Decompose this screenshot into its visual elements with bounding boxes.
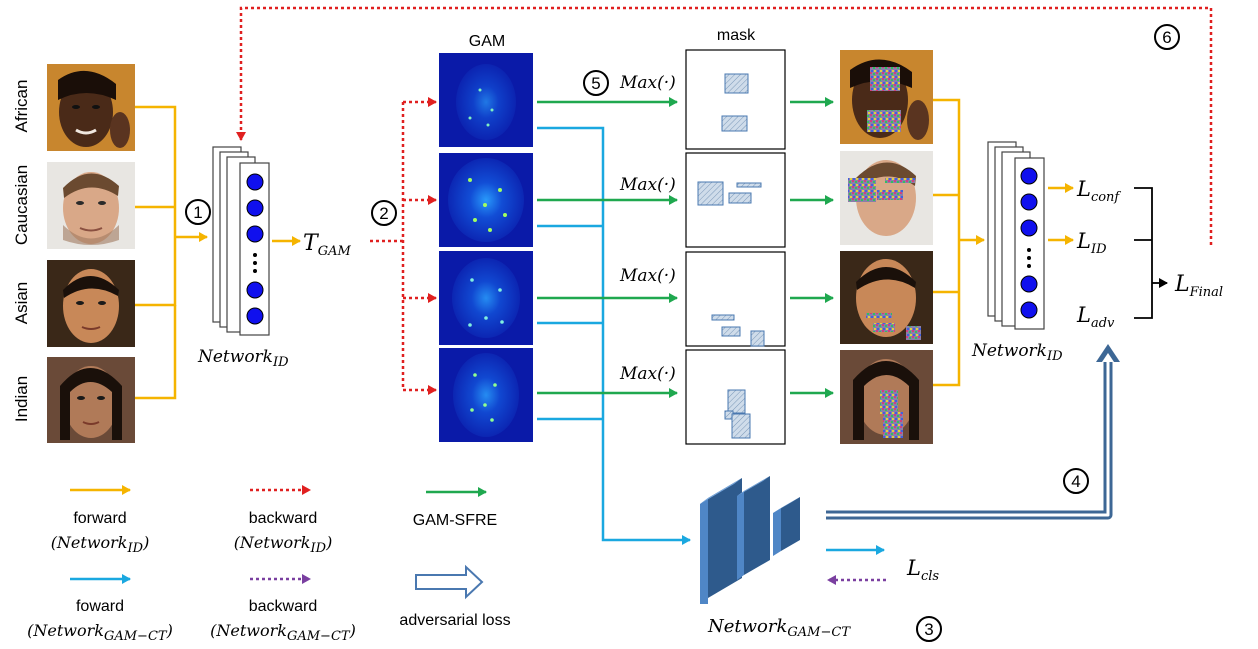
svg-text:(NetworkID): (NetworkID): [234, 533, 333, 556]
backward-id-to-gam-lines: [370, 97, 437, 395]
svg-text:adversarial loss: adversarial loss: [399, 612, 510, 629]
mask-indian: [685, 349, 786, 445]
face-image-african: [47, 64, 135, 151]
loss-id-label: LID: [1076, 229, 1107, 257]
neuron-node: [1020, 167, 1038, 185]
step-6-badge: 6: [1154, 24, 1180, 50]
neuron-node: [1020, 219, 1038, 237]
forward-id-input-lines: [135, 105, 208, 400]
neuron-node: [1020, 193, 1038, 211]
group-label-caucasian: Caucasian: [12, 165, 31, 245]
gam-heatmap-african: [439, 53, 533, 147]
group-label-african: African: [12, 80, 31, 133]
max-op-label: Max(·): [619, 364, 676, 384]
svg-text:2: 2: [379, 204, 388, 223]
svg-text:backward: backward: [249, 598, 317, 615]
face-image-asian: [47, 260, 135, 347]
legend-forward-gamct: foward (NetworkGAM−CT): [27, 574, 173, 644]
step-3-badge: 3: [916, 616, 942, 642]
gam-heatmaps: [439, 53, 533, 442]
loss-cls-label: Lcls: [906, 556, 939, 584]
legend-backward-gamct: backward (NetworkGAM−CT): [210, 574, 356, 644]
legend-forward-id: forward (NetworkID): [51, 485, 150, 556]
group-label-asian: Asian: [12, 282, 31, 325]
neuron-node: [246, 307, 264, 325]
svg-text:5: 5: [591, 74, 600, 93]
loss-final-label: LFinal: [1174, 272, 1223, 300]
svg-text:forward: forward: [73, 510, 126, 527]
backward-final-loop: [236, 6, 1213, 245]
network-id-right: [987, 141, 1045, 330]
step-1-badge: 1: [185, 199, 211, 225]
masked-face-african: [840, 50, 933, 144]
max-op-label: Max(·): [619, 266, 676, 286]
network-gamct-label: NetworkGAM−CT: [707, 616, 851, 640]
forward-gamct-lines: [537, 126, 691, 545]
mask-caucasian: [685, 152, 786, 248]
svg-text:4: 4: [1071, 472, 1080, 491]
svg-text:foward: foward: [76, 598, 124, 615]
neuron-node: [246, 281, 264, 299]
mask-asian: [685, 251, 786, 347]
neuron-node: [1020, 275, 1038, 293]
svg-text:backward: backward: [249, 510, 317, 527]
masks: [685, 49, 786, 445]
legend-gam-sfre: GAM-SFRE: [413, 487, 497, 529]
network-id-right-label: NetworkID: [971, 341, 1063, 364]
network-id-left-label: NetworkID: [197, 347, 289, 370]
masked-face-caucasian: [840, 151, 933, 245]
face-image-caucasian: [47, 162, 135, 249]
mask-african: [685, 49, 786, 150]
legend-adversarial-loss: adversarial loss: [399, 564, 511, 629]
loss-bracket: [1134, 187, 1168, 319]
gam-heatmap-indian: [439, 348, 533, 442]
face-image-indian: [47, 357, 135, 443]
svg-text:(NetworkGAM−CT): (NetworkGAM−CT): [27, 621, 173, 644]
svg-text:(NetworkGAM−CT): (NetworkGAM−CT): [210, 621, 356, 644]
svg-text:1: 1: [193, 203, 202, 222]
step-5-badge: 5: [583, 70, 609, 96]
neuron-node: [246, 225, 264, 243]
masked-faces: [840, 50, 933, 444]
group-label-indian: Indian: [12, 376, 31, 422]
loss-conf-label: Lconf: [1076, 177, 1121, 205]
loss-adv-label: Ladv: [1076, 303, 1115, 331]
legend: forward (NetworkID) backward (NetworkID)…: [27, 485, 511, 644]
svg-text:6: 6: [1162, 28, 1171, 47]
max-op-label: Max(·): [619, 73, 676, 93]
t-gam-label: TGAM: [303, 231, 351, 259]
forward-id-masked-lines: [933, 98, 985, 387]
neuron-node: [1020, 301, 1038, 319]
step-4-badge: 4: [1063, 468, 1089, 494]
svg-text:(NetworkID): (NetworkID): [51, 533, 150, 556]
svg-text:3: 3: [924, 620, 933, 639]
mask-column-title: mask: [717, 27, 756, 44]
network-gamct: [700, 476, 800, 604]
gam-sfre-to-mask-arrows: [537, 97, 834, 398]
adversarial-loss-arrow: [826, 344, 1120, 520]
gam-heatmap-asian: [439, 251, 533, 345]
svg-text:GAM-SFRE: GAM-SFRE: [413, 512, 497, 529]
input-faces: African Caucasian Asian Indian: [12, 64, 135, 443]
legend-backward-id: backward (NetworkID): [234, 485, 333, 556]
gam-column-title: GAM: [469, 33, 505, 50]
neuron-node: [246, 173, 264, 191]
max-op-label: Max(·): [619, 175, 676, 195]
network-id-left: [212, 146, 270, 336]
gam-heatmap-caucasian: [439, 153, 533, 247]
step-2-badge: 2: [371, 200, 397, 226]
masked-face-indian: [840, 350, 933, 444]
neuron-node: [246, 199, 264, 217]
masked-face-asian: [840, 251, 933, 344]
